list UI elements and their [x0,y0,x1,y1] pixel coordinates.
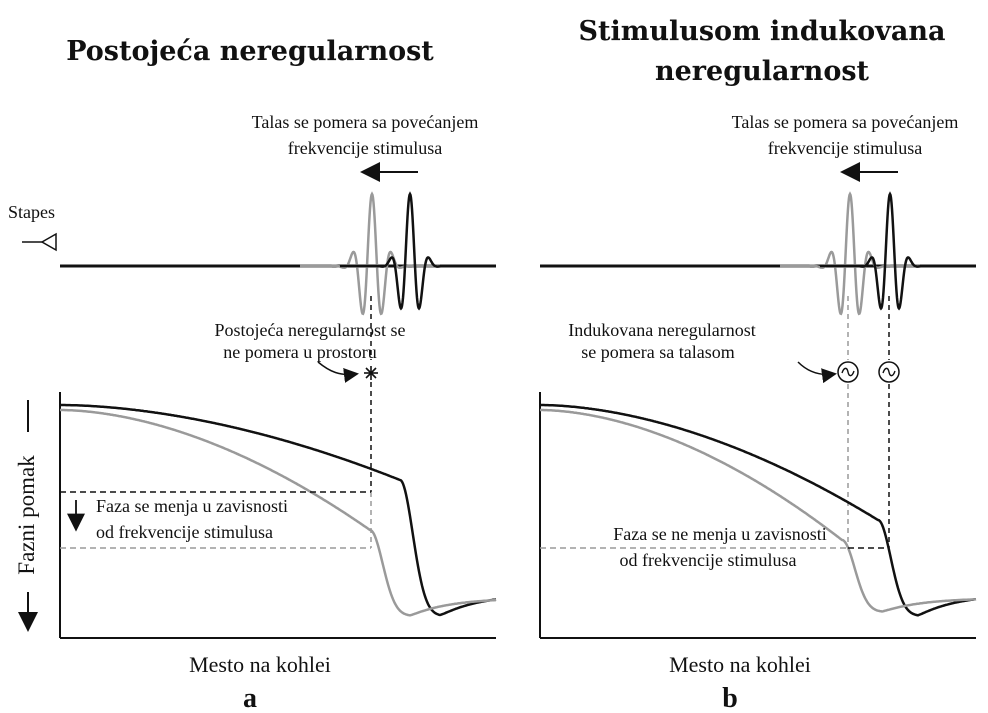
panel-a-title: Postojeća neregularnost [66,36,434,67]
panel-b-pointer-arrow [797,361,837,384]
panel-b-title-1: Stimulusom indukovana [579,16,946,47]
panel-b-phase-note-1: Faza se ne menja u zavisnosti [613,524,826,544]
panel-a-wave-light [300,191,440,316]
panel-b-irregularity-2: se pomera sa talasom [581,342,734,362]
y-axis-label-group: Fazni pomak [14,400,39,632]
panel-b-wave-dark [820,191,960,311]
panel-b-phase-curve-light [540,408,977,613]
panel-b-title-2: neregularnost [655,56,870,87]
panel-b-xlabel: Mesto na kohlei [669,652,811,677]
panel-b-phase-curve-dark [540,403,977,617]
panel-a-phase-curve-dark [60,403,497,617]
panel-a-pointer-arrow [317,361,359,383]
panel-a-wave-note-2: frekvencije stimulusa [288,138,442,158]
asterisk-icon [364,366,378,380]
panel-b-wave-light [780,191,920,316]
y-axis-label: Fazni pomak [14,455,39,575]
panel-a-wave-dark [340,191,480,311]
panel-a-phase-curve-light [60,408,496,617]
panel-b-axes [539,392,976,639]
panel-b-irregularity-1: Indukovana neregularnost [568,320,755,340]
panel-a-xlabel: Mesto na kohlei [189,652,331,677]
panel-a-irregularity-2: ne pomera u prostoru [223,342,376,362]
stapes-label: Stapes [8,202,55,222]
panel-a-wave-note-1: Talas se pomera sa povećanjem [252,112,479,132]
tilde-circle-icon-light [837,361,859,383]
panel-b-wave-note-2: frekvencije stimulusa [768,138,922,158]
panel-a-irregularity-1: Postojeća neregularnost se [215,320,406,340]
panel-b-letter: b [722,683,738,713]
panel-a-phase-note-1: Faza se menja u zavisnosti [96,496,288,516]
panel-a-letter: a [243,683,257,713]
panel-b-wave-note-1: Talas se pomera sa povećanjem [732,112,959,132]
tilde-circle-icon-dark [878,361,900,383]
stapes-icon [22,232,57,252]
panel-a-phase-note-2: od frekvencije stimulusa [96,522,273,542]
panel-a-axes [59,392,496,639]
panel-b-phase-note-2: od frekvencije stimulusa [620,550,797,570]
